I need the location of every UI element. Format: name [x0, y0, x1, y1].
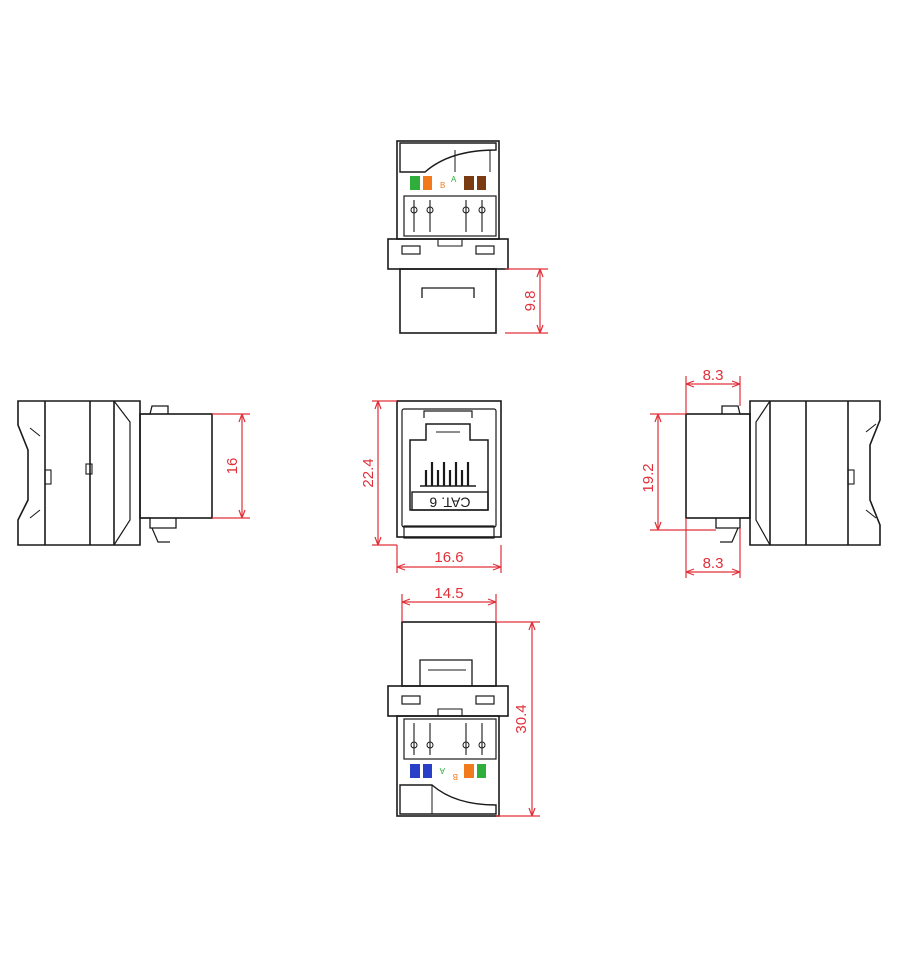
dim-label-9-8: 9.8	[522, 291, 539, 312]
pin-label-a: A	[451, 175, 457, 184]
green-wire-swatch-b	[477, 764, 486, 778]
left-view	[17, 400, 213, 546]
top-view	[387, 140, 509, 334]
brown-wire-swatch-2	[477, 176, 486, 190]
bottom-view-wire-colors: A B	[410, 764, 486, 781]
orange-wire-swatch-b	[464, 764, 474, 778]
blue-wire-swatch-2	[423, 764, 432, 778]
top-view-wire-colors: B A	[410, 175, 486, 190]
left-view-dimension	[212, 413, 250, 519]
front-view-dimensions	[372, 400, 502, 573]
dim-label-8-3-bottom: 8.3	[703, 555, 724, 572]
cat6-label-plate	[411, 491, 489, 511]
dim-label-22-4: 22.4	[360, 458, 377, 487]
dim-label-16: 16	[224, 458, 241, 475]
right-view	[685, 400, 881, 546]
front-view	[396, 400, 502, 539]
blue-wire-swatch	[410, 764, 420, 778]
pin-label-b-bottom: B	[453, 772, 458, 781]
dim-label-19-2: 19.2	[640, 463, 657, 492]
bottom-view	[387, 621, 509, 817]
right-view-dimensions	[650, 376, 741, 578]
green-wire-swatch	[410, 176, 420, 190]
dim-label-14-5: 14.5	[434, 585, 463, 602]
pin-label-a-bottom: A	[439, 766, 445, 775]
top-view-dimension	[505, 268, 548, 334]
orange-wire-swatch	[423, 176, 432, 190]
dim-label-16-6: 16.6	[434, 549, 463, 566]
dim-label-8-3-top: 8.3	[703, 367, 724, 384]
pin-label-b: B	[440, 181, 445, 190]
dim-label-30-4: 30.4	[513, 704, 530, 733]
brown-wire-swatch	[464, 176, 474, 190]
bottom-view-dimensions	[401, 594, 540, 817]
cat6-label: CAT. 6	[429, 494, 470, 510]
